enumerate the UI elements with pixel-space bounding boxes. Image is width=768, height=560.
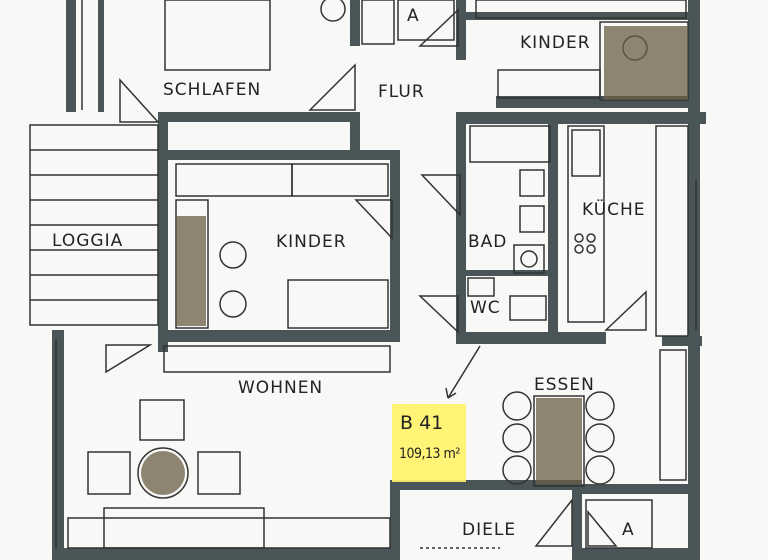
room-label-loggia: LOGGIA	[52, 231, 124, 251]
fixtures	[29, 0, 697, 549]
room-label-kinder-mid: KINDER	[276, 232, 347, 252]
wood-texture	[141, 26, 688, 495]
unit-id: B 41	[400, 412, 444, 434]
room-label-wohnen: WOHNEN	[238, 378, 324, 398]
room-label-abstell-bottom: A	[622, 520, 635, 540]
room-label-schlafen: SCHLAFEN	[163, 80, 262, 100]
room-label-wc: WC	[470, 298, 501, 318]
room-label-kueche: KÜCHE	[582, 200, 646, 220]
room-label-essen: ESSEN	[534, 375, 595, 395]
room-label-diele: DIELE	[462, 520, 517, 540]
room-label-abstell-top: A	[407, 6, 420, 26]
unit-highlight	[392, 404, 466, 482]
room-label-flur: FLUR	[378, 82, 425, 102]
room-label-kinder-top: KINDER	[520, 33, 591, 53]
unit-area: 109,13 m²	[399, 446, 460, 462]
room-label-bad: BAD	[468, 232, 508, 252]
